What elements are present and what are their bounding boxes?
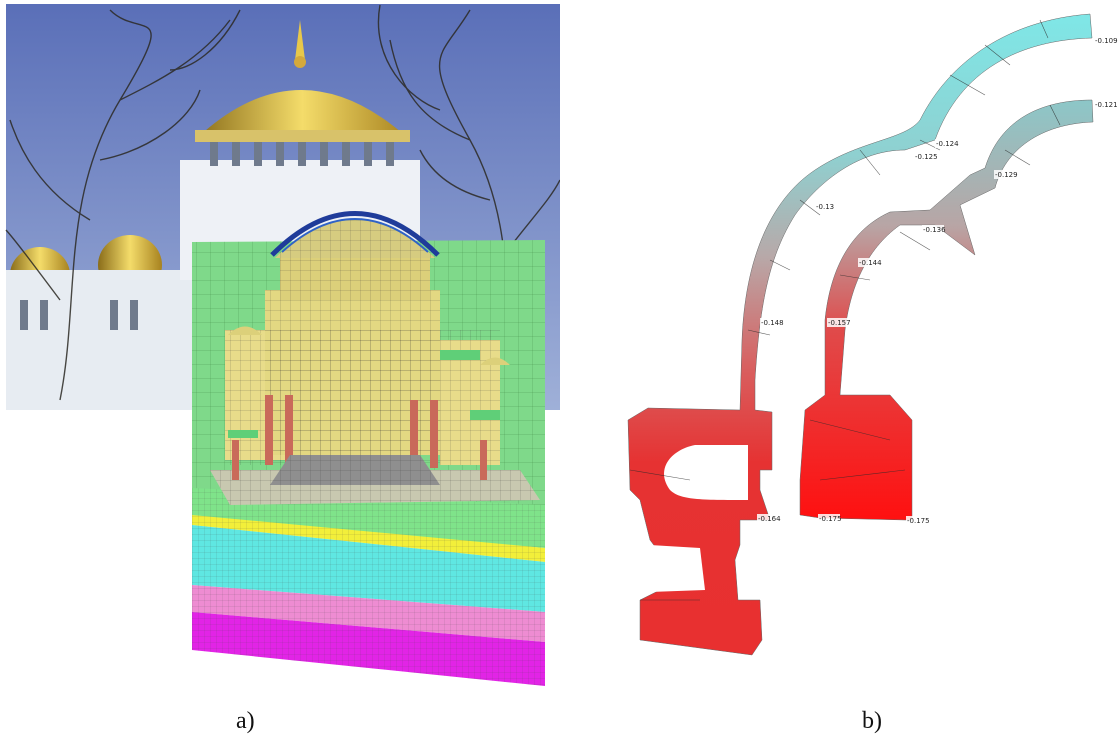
label-0109: -0.109 xyxy=(1095,37,1118,45)
label-0124: -0.124 xyxy=(936,140,959,148)
caption-a: a) xyxy=(236,708,255,734)
panel-a-figure xyxy=(5,4,564,686)
label-013: -0.13 xyxy=(816,203,834,211)
label-0144: -0.144 xyxy=(859,259,882,267)
contour-lines xyxy=(629,19,1061,601)
label-0175-right: -0.175 xyxy=(907,517,930,525)
panel-b-figure: -0.109 -0.121 -0.124 -0.125 -0.129 -0.13… xyxy=(627,13,1118,656)
label-0148: -0.148 xyxy=(761,319,784,327)
caption-b: b) xyxy=(862,708,882,734)
label-0121: -0.121 xyxy=(1095,101,1118,109)
label-0125: -0.125 xyxy=(915,153,938,161)
label-0136: -0.136 xyxy=(923,226,946,234)
building-model xyxy=(225,211,510,485)
label-0175-left: -0.175 xyxy=(819,515,842,523)
panel-b: -0.109 -0.121 -0.124 -0.125 -0.129 -0.13… xyxy=(560,0,1119,700)
label-0157: -0.157 xyxy=(828,319,851,327)
soil-layers xyxy=(192,488,545,686)
panel-a xyxy=(0,0,564,700)
label-0164: -0.164 xyxy=(758,515,781,523)
finite-element-model-cutaway xyxy=(192,211,545,686)
outer-section xyxy=(627,13,1093,656)
contour-labels: -0.109 -0.121 -0.124 -0.125 -0.129 -0.13… xyxy=(757,36,1118,525)
label-0129: -0.129 xyxy=(995,171,1018,179)
